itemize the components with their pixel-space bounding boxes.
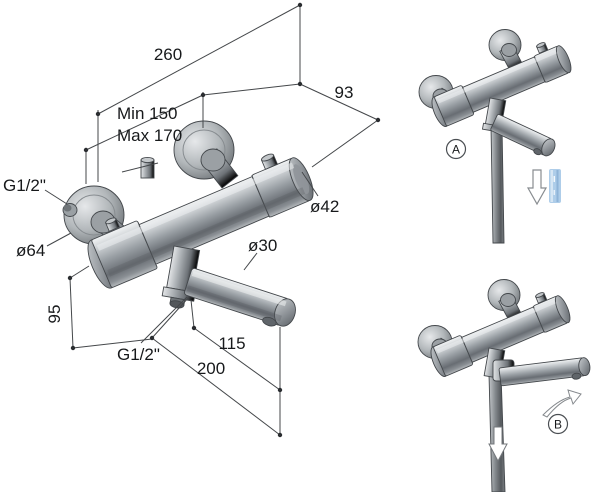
bath-spout	[184, 268, 296, 327]
dim-93-line	[299, 83, 379, 121]
operation-view-a: A	[418, 29, 572, 244]
dim-total-reach: 200	[197, 359, 225, 378]
view-a-badge	[445, 138, 467, 160]
bath-spout	[490, 114, 556, 157]
flow-down-arrow-icon	[526, 169, 548, 206]
ext-line	[190, 299, 195, 329]
main-dimension-view: 260 93 Min 150 Max 170 G1/2" ø64 ø42 ø30…	[3, 2, 381, 438]
dim-rosette-diameter: ø64	[16, 241, 45, 260]
water-stream	[549, 169, 561, 203]
spout-lift-arrow-icon	[542, 389, 582, 418]
operation-view-b: B	[417, 279, 591, 492]
mixer-body	[87, 153, 314, 289]
dim-center-max: Max 170	[117, 126, 182, 145]
mixer-body	[431, 42, 572, 127]
leader-o42	[301, 171, 319, 197]
leader-g12-top	[44, 189, 68, 205]
leader-g12-bottom	[140, 296, 188, 344]
dim-body-diameter: ø42	[310, 197, 339, 216]
dim-200-line	[151, 337, 281, 436]
dim-115-line	[193, 327, 281, 391]
aerator	[533, 148, 542, 156]
leader-o30	[243, 252, 258, 271]
dim-max-line	[202, 83, 301, 96]
leader-line	[121, 162, 159, 173]
dim-spout-diameter: ø30	[248, 236, 277, 255]
dim-outlet-thread: G1/2"	[117, 345, 160, 364]
ext-line	[69, 265, 90, 279]
shower-hose	[490, 125, 505, 244]
leader-o64	[46, 232, 72, 247]
view-b-label: B	[554, 418, 562, 432]
aerator	[571, 372, 582, 380]
right-rosette	[173, 120, 239, 189]
dim-height-below: 95	[45, 305, 64, 324]
dim-total-width: 260	[154, 45, 182, 64]
dim-depth: 93	[335, 83, 354, 102]
ext-line	[311, 119, 379, 168]
dimension-lines	[44, 4, 379, 436]
leader-line	[151, 296, 190, 339]
top-port	[140, 156, 155, 179]
view-a-label: A	[452, 143, 460, 157]
hose-pull-arrow-icon	[488, 426, 508, 463]
dim-center-min: Min 150	[117, 104, 177, 123]
bath-spout-lifted	[498, 357, 591, 387]
mixer-body	[430, 292, 571, 377]
ext-line	[72, 338, 153, 349]
dim-spout-reach: 115	[218, 334, 245, 353]
aerator	[262, 316, 277, 327]
dim-260-line	[97, 4, 301, 115]
view-b-badge	[547, 413, 569, 435]
dim-min-max-line	[85, 94, 204, 151]
dimension-dots	[67, 2, 381, 438]
dim-inlet-thread: G1/2"	[3, 176, 46, 195]
dim-95-line	[69, 277, 74, 349]
